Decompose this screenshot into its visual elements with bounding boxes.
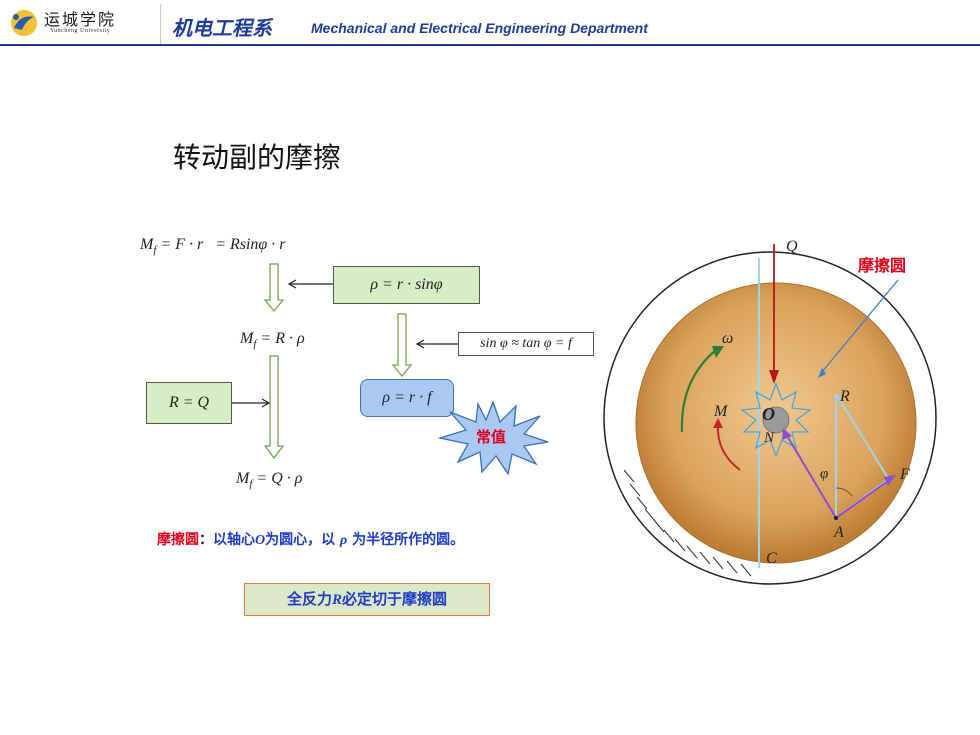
department-name-en: Mechanical and Electrical Engineering De… bbox=[311, 20, 648, 36]
axis-star bbox=[740, 382, 812, 458]
conclusion-box: 全反力R必定切于摩擦圆 bbox=[244, 583, 490, 616]
label-omega: ω bbox=[722, 330, 734, 347]
label-M: M bbox=[714, 403, 728, 420]
label-Q: Q bbox=[786, 238, 798, 255]
label-N: N bbox=[764, 430, 775, 446]
friction-circle-label: 摩擦圆 bbox=[858, 256, 907, 275]
constant-label: 常值 bbox=[476, 428, 507, 446]
department-name-cn: 机电工程系 bbox=[172, 16, 272, 40]
formula-mf-equation-1: Mf = F · r = Rsinφ · r bbox=[140, 236, 286, 257]
label-F: F bbox=[900, 466, 910, 483]
label-phi: φ bbox=[820, 466, 829, 482]
header-separator bbox=[160, 4, 161, 44]
formula-rho-sin-box: ρ = r · sinφ bbox=[333, 266, 480, 304]
page-title: 转动副的摩擦 bbox=[173, 141, 342, 174]
formula-mf-equation-2: Mf = R · ρ bbox=[240, 330, 305, 351]
formula-rho-rf-box: ρ = r · f bbox=[360, 379, 454, 417]
label-R: R bbox=[840, 388, 850, 405]
friction-circle bbox=[762, 406, 790, 434]
school-name-en: Yuncheng University bbox=[50, 28, 111, 34]
formula-r-equals-q-box: R = Q bbox=[146, 382, 232, 424]
formula-approx-box: sin φ ≈ tan φ = f bbox=[458, 332, 594, 356]
school-name-cn: 运城学院 bbox=[44, 10, 117, 29]
school-logo-icon bbox=[11, 10, 37, 36]
header-rule bbox=[0, 44, 980, 46]
formula-mf-equation-3: Mf = Q · ρ bbox=[236, 470, 303, 491]
bearing-hatch bbox=[623, 469, 752, 577]
label-O: O bbox=[762, 404, 775, 424]
friction-circle-definition: 摩擦圆：以轴心O为圆心，以 ρ 为半径所作的圆。 bbox=[157, 532, 465, 548]
label-C: C bbox=[766, 550, 777, 567]
constant-starburst-icon bbox=[437, 400, 549, 476]
label-A: A bbox=[834, 524, 844, 541]
journal-bearing-diagram bbox=[603, 244, 937, 585]
